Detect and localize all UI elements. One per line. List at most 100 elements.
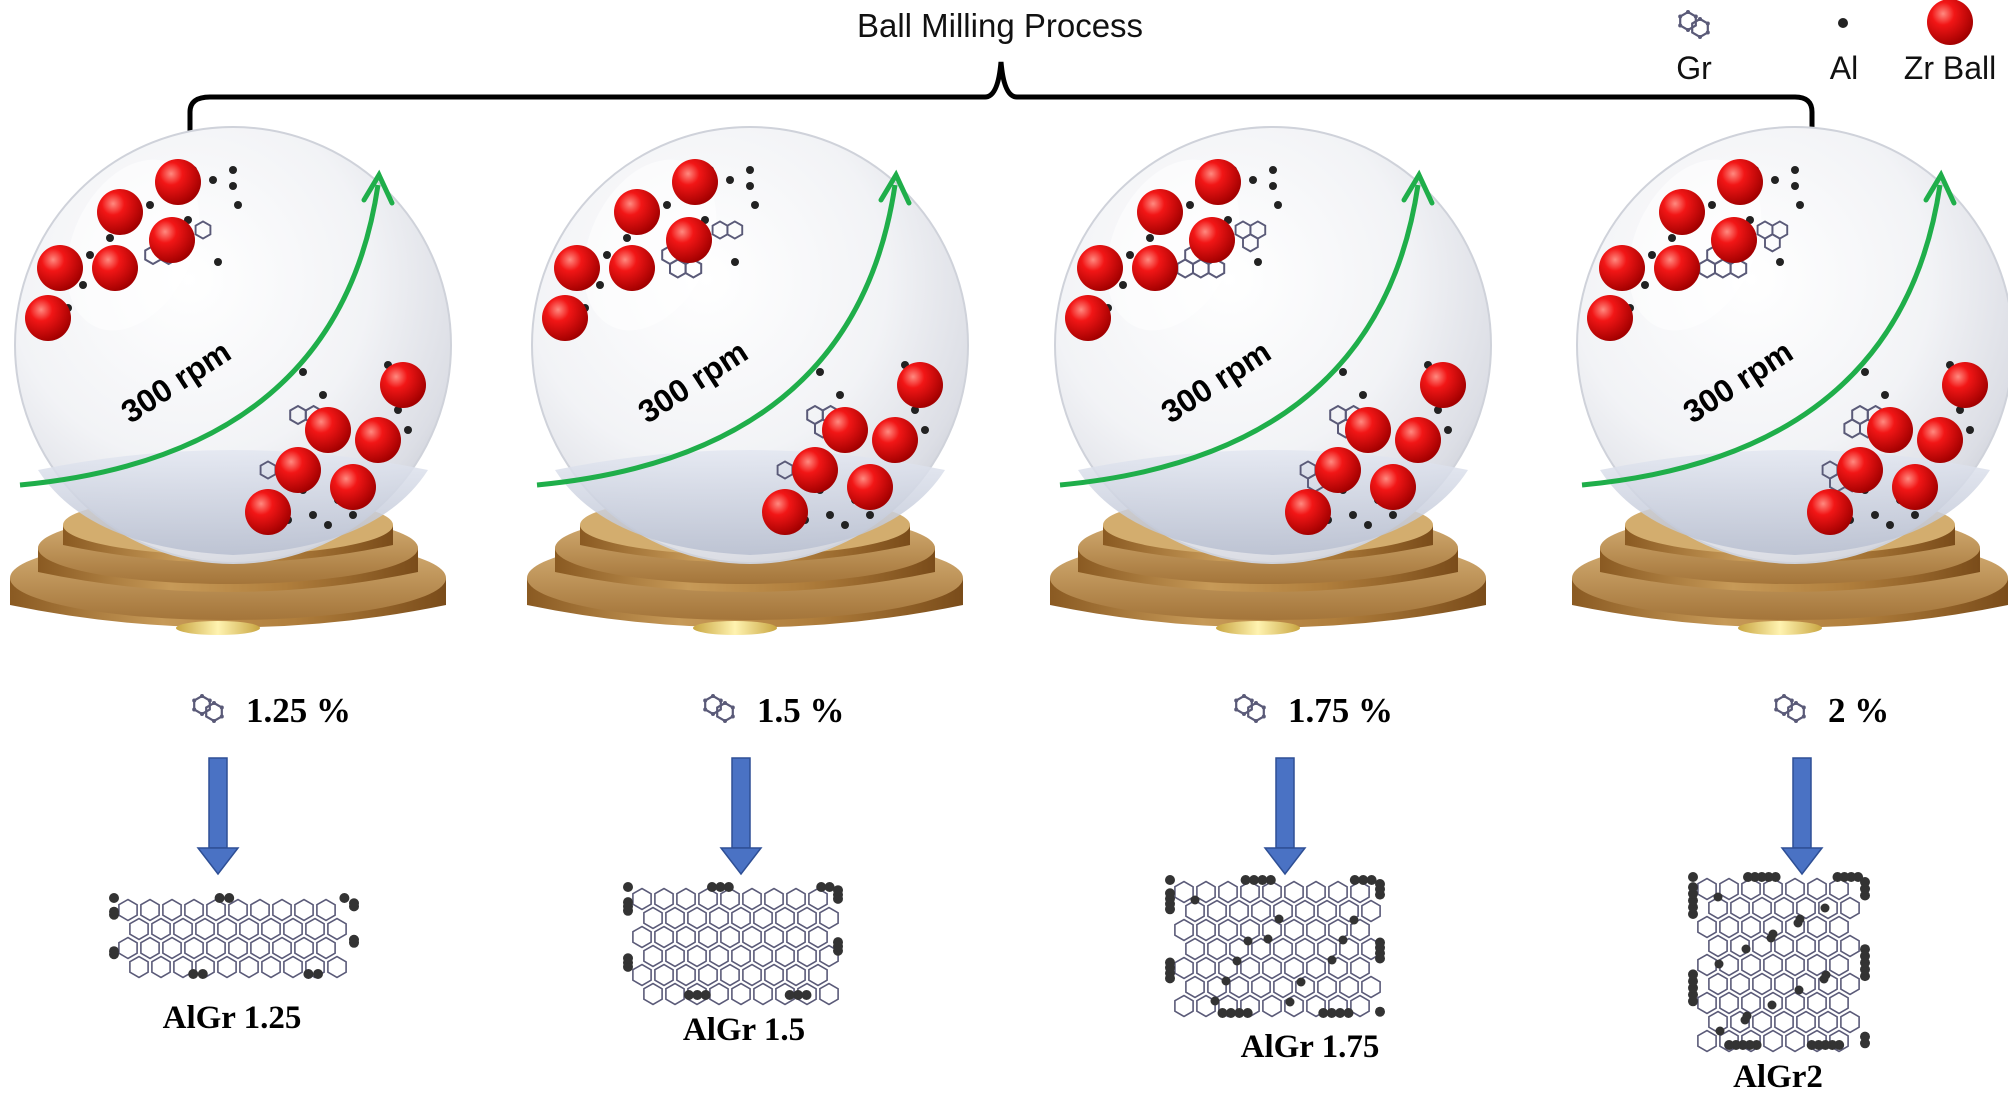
zirconia-ball <box>155 159 201 205</box>
aluminum-particle <box>1242 1008 1253 1018</box>
aluminum-particle <box>1796 201 1804 209</box>
aluminum-particle <box>1234 1008 1245 1018</box>
aluminum-particle <box>1343 1008 1354 1018</box>
process-bracket <box>187 61 1815 140</box>
aluminum-particle <box>324 521 332 529</box>
zirconia-ball <box>1892 464 1938 510</box>
aluminum-particle <box>109 893 119 903</box>
zirconia-ball <box>37 245 83 291</box>
aluminum-particle <box>1641 281 1649 289</box>
aluminum-particle <box>801 990 812 1000</box>
aluminum-particle <box>1165 888 1175 899</box>
aluminum-particle <box>1119 281 1127 289</box>
aluminum-particle <box>1749 872 1760 882</box>
aluminum-particle <box>824 882 835 892</box>
aluminum-particle <box>1770 872 1781 882</box>
zirconia-ball <box>1285 489 1331 535</box>
rotation-arrow <box>19 169 395 488</box>
graphene-percent-value: 2 % <box>1828 691 1889 730</box>
zirconia-ball <box>1587 295 1633 341</box>
rotation-arrow <box>1581 169 1957 488</box>
aluminum-particle <box>1257 875 1268 885</box>
particle-cluster-lower <box>762 361 943 535</box>
aluminum-particle <box>1274 201 1282 209</box>
aluminum-particle <box>1358 875 1369 885</box>
zirconia-ball <box>1420 362 1466 408</box>
aluminum-particle <box>1186 201 1194 209</box>
aluminum-particle <box>349 898 359 909</box>
aluminum-particle <box>836 391 844 399</box>
aluminum-particle <box>1871 511 1879 519</box>
aluminum-particle <box>349 511 357 519</box>
composite-lattice <box>109 893 359 979</box>
aluminum-particle <box>1126 251 1134 259</box>
aluminum-particle <box>1225 1008 1236 1018</box>
aluminum-particle <box>234 201 242 209</box>
down-arrow <box>719 757 763 876</box>
aluminum-particle <box>214 258 222 266</box>
aluminum-particle <box>726 176 734 184</box>
graphene-hexagon-icon <box>1773 692 1807 725</box>
aluminum-particle <box>1744 1040 1755 1050</box>
zirconia-ball <box>1659 189 1705 235</box>
diagram-title: Ball Milling Process <box>857 7 1143 44</box>
product-label: AlGr2 <box>1733 1059 1823 1094</box>
graphene-percent-value: 1.5 % <box>757 691 845 730</box>
aluminum-particle <box>339 893 350 903</box>
aluminum-particle <box>1839 872 1850 882</box>
aluminum-particle <box>1731 1040 1741 1050</box>
aluminum-particle <box>784 990 795 1000</box>
aluminum-particle <box>1881 391 1889 399</box>
composite-lattice <box>623 882 843 1006</box>
aluminum-particle <box>1763 872 1774 882</box>
zirconia-ball <box>1867 407 1913 453</box>
graphene-cluster <box>1234 220 1267 253</box>
zirconia-ball <box>1137 189 1183 235</box>
particle-cluster-upper <box>1065 159 1282 341</box>
aluminum-particle <box>224 893 235 903</box>
zirconia-ball <box>1807 489 1853 535</box>
aluminum-particle <box>1364 521 1372 529</box>
aluminum-particle <box>1366 875 1377 885</box>
aluminum-particle <box>1375 937 1385 948</box>
aluminum-particle <box>841 521 849 529</box>
zirconia-ball <box>847 464 893 510</box>
aluminum-particle <box>921 426 929 434</box>
aluminum-particle <box>319 391 327 399</box>
aluminum-particle <box>1756 872 1767 882</box>
product-label: AlGr 1.5 <box>683 1012 805 1048</box>
zirconia-ball <box>1837 447 1883 493</box>
aluminum-particle <box>746 182 754 190</box>
aluminum-particle <box>715 882 726 892</box>
zirconia-ball <box>666 217 712 263</box>
aluminum-particle <box>109 946 119 957</box>
aluminum-particle <box>1813 1040 1824 1050</box>
aluminum-particle <box>146 201 154 209</box>
aluminum-particle <box>1375 1006 1385 1017</box>
aluminum-particle <box>229 166 237 174</box>
zirconia-ball <box>1395 417 1441 463</box>
particle-cluster-upper <box>25 159 242 341</box>
aluminum-particle <box>1359 391 1367 399</box>
zirconia-ball <box>1195 159 1241 205</box>
aluminum-particle <box>833 937 843 948</box>
aluminum-particle <box>596 281 604 289</box>
aluminum-particle <box>1688 969 1698 980</box>
aluminum-particle <box>1444 426 1452 434</box>
aluminum-particle <box>746 166 754 174</box>
graphene-hexagon-icon <box>1233 692 1267 725</box>
stand-plaque <box>1216 621 1300 635</box>
rotation-arrow <box>536 169 912 488</box>
particle-cluster-upper <box>542 159 759 341</box>
aluminum-particle <box>1791 166 1799 174</box>
aluminum-particle <box>692 990 703 1000</box>
zirconia-ball <box>792 447 838 493</box>
aluminum-particle <box>303 969 314 979</box>
zirconia-ball <box>672 159 718 205</box>
aluminum-particle <box>214 893 225 903</box>
